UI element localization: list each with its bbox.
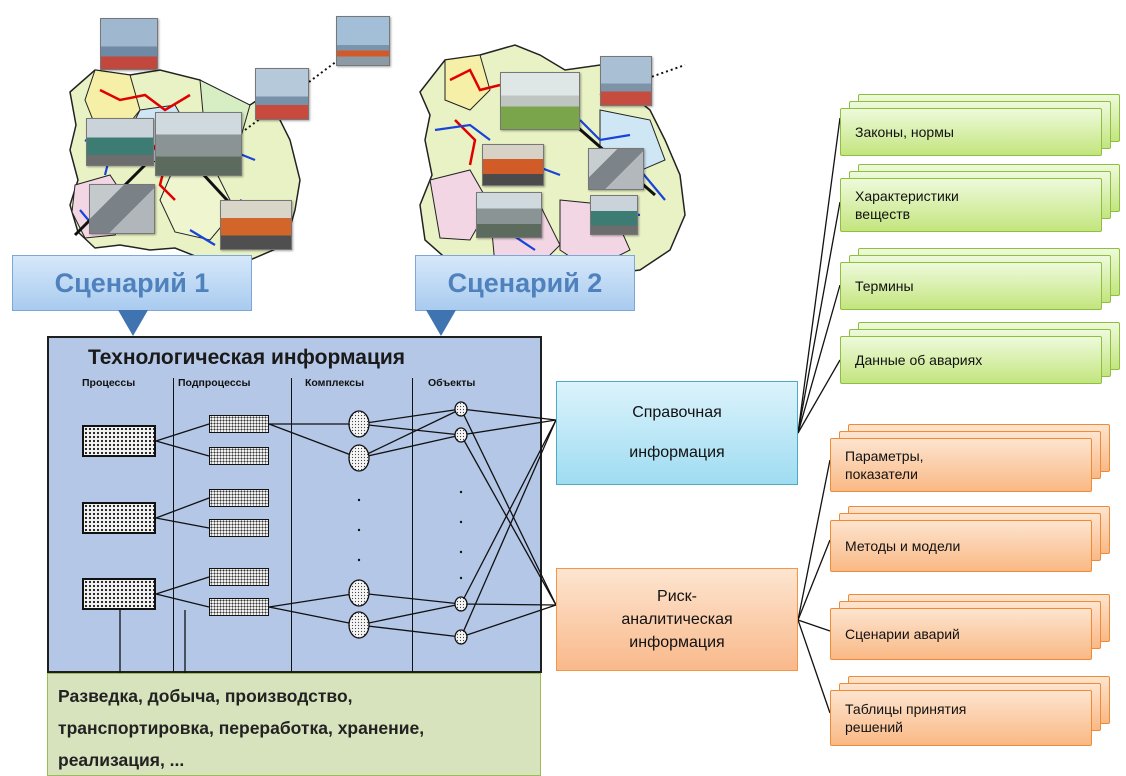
column-divider — [291, 378, 292, 672]
subprocess-box — [209, 568, 269, 586]
card-front: Методы и модели — [830, 520, 1092, 572]
refinery-photo — [476, 192, 542, 238]
reference-card-laws: Законы, нормы — [840, 94, 1120, 156]
reference-info-line: Справочная — [632, 404, 722, 421]
pipeline-photo — [89, 184, 155, 234]
reference-card-terms: Термины — [840, 248, 1120, 310]
refinery-photo — [155, 112, 242, 176]
activities-line: реализация, ... — [58, 750, 185, 770]
reference-info-node: Справочная информация — [556, 381, 798, 485]
oil-platform-photo — [336, 16, 390, 66]
risk-card-scenarios: Сценарии аварий — [830, 594, 1110, 660]
scenario-2-button[interactable]: Сценарий 2 — [415, 255, 635, 311]
tanker-photo — [255, 68, 309, 120]
reference-info-line: информация — [629, 444, 725, 461]
risk-info-line: аналитическая — [621, 611, 733, 628]
card-label: Сценарии аварий — [845, 626, 960, 642]
column-header-processes: Процессы — [82, 377, 136, 389]
tanker-photo — [100, 18, 158, 70]
card-label: Методы и модели — [845, 538, 961, 554]
card-label: Термины — [855, 278, 914, 294]
card-front: Параметры,показатели — [830, 438, 1092, 492]
subprocess-box — [209, 489, 269, 507]
reference-card-accidents: Данные об авариях — [840, 322, 1120, 384]
column-divider — [173, 378, 174, 672]
activities-line: Разведка, добыча, производство, — [58, 686, 353, 706]
tech-panel-title: Технологическая информация — [88, 346, 406, 369]
subprocess-box — [209, 519, 269, 537]
card-label: Законы, нормы — [855, 124, 954, 140]
card-label: Данные об авариях — [855, 352, 983, 368]
activities-box: Разведка, добыча, производство, транспор… — [47, 673, 541, 776]
fuel-truck-photo — [220, 200, 292, 250]
fuel-truck-photo — [482, 144, 544, 186]
card-front: Сценарии аварий — [830, 608, 1092, 660]
column-header-subprocesses: Подпроцессы — [178, 377, 251, 389]
column-divider — [412, 378, 413, 672]
pipeline-photo — [588, 148, 644, 190]
scenario-1-button[interactable]: Сценарий 1 — [12, 255, 252, 311]
subprocess-box — [209, 415, 269, 433]
risk-info-node: Риск- аналитическая информация — [556, 568, 798, 671]
rail-tank-photo — [86, 118, 154, 166]
card-front: Термины — [840, 262, 1102, 310]
storage-tanks-photo — [500, 72, 580, 130]
risk-info-line: информация — [629, 634, 725, 651]
subprocess-box — [209, 447, 269, 465]
process-box — [82, 578, 156, 610]
process-box — [82, 502, 156, 534]
risk-card-methods: Методы и модели — [830, 506, 1110, 572]
arrow-down-icon — [118, 310, 148, 336]
column-header-complexes: Комплексы — [305, 377, 365, 389]
card-label: Параметры,показатели — [845, 448, 924, 482]
subprocess-box — [209, 598, 269, 616]
arrow-down-icon — [426, 310, 456, 336]
column-header-objects: Объекты — [428, 377, 476, 389]
risk-info-line: Риск- — [657, 588, 697, 605]
rail-tank-photo — [590, 195, 638, 235]
card-front: Данные об авариях — [840, 336, 1102, 384]
tanker-photo — [600, 56, 652, 106]
activities-line: транспортировка, переработка, хранение, — [58, 718, 425, 738]
process-box — [82, 425, 156, 457]
risk-card-parameters: Параметры,показатели — [830, 424, 1110, 492]
card-front: Законы, нормы — [840, 108, 1102, 156]
